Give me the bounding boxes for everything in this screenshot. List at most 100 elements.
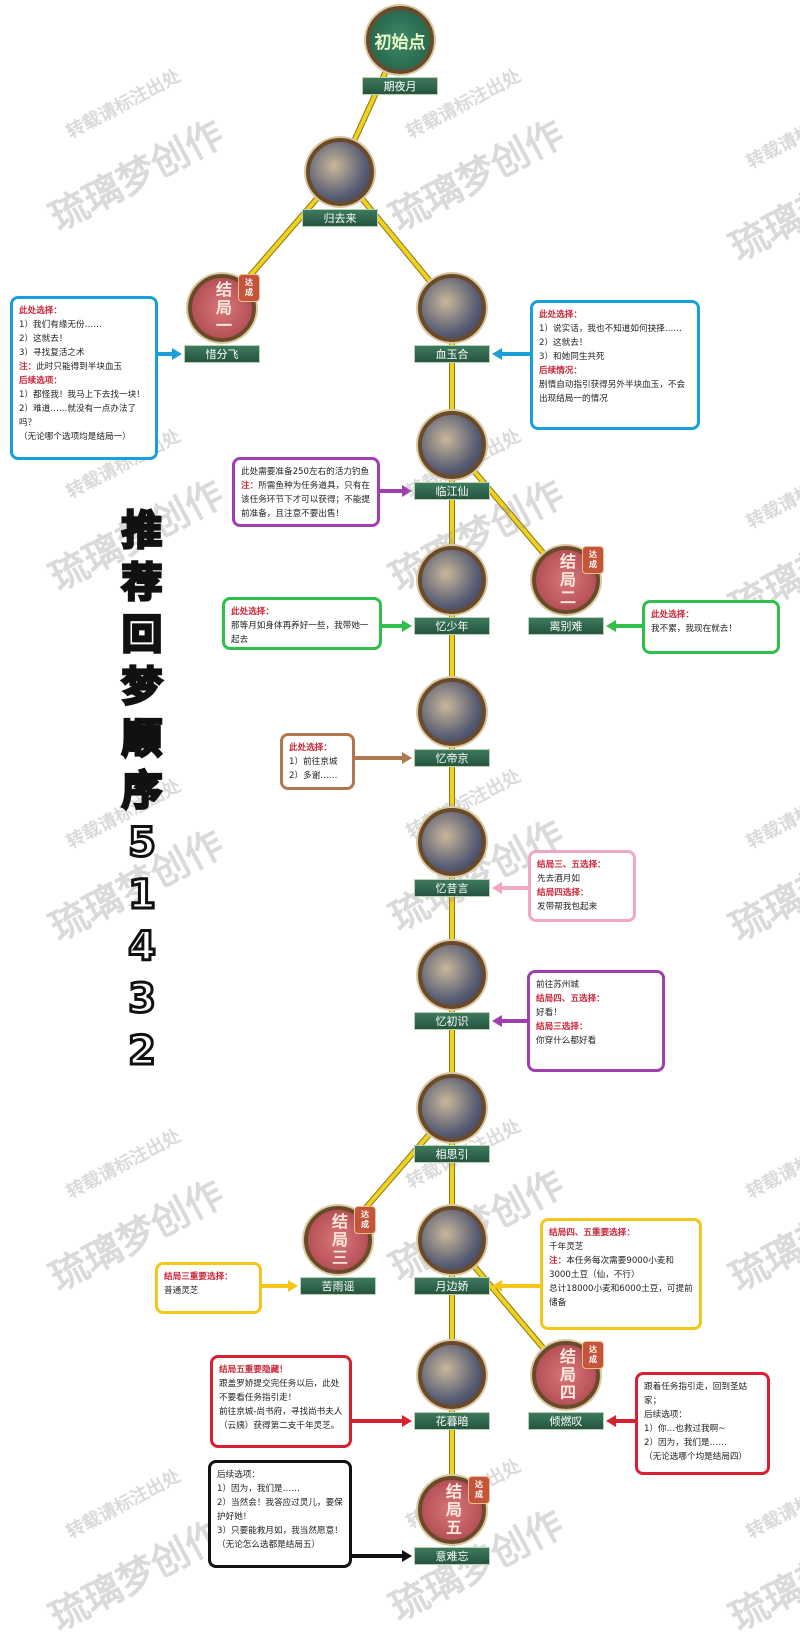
note-text: （无论怎么选都是结局五） — [217, 1540, 321, 1550]
node-label: 苦雨谣 — [300, 1277, 376, 1295]
arrowhead-icon — [492, 882, 502, 894]
note-heading: 注： — [549, 1256, 567, 1266]
note-heading: 此处选择： — [19, 306, 62, 316]
note-line: 此处选择： — [651, 608, 771, 622]
node-label: 相思引 — [414, 1145, 490, 1163]
note-line: 1）你…也救过我啊~ — [644, 1422, 761, 1436]
start-node[interactable]: 初始点 — [366, 6, 434, 74]
note-text: 后续选项： — [217, 1470, 260, 1480]
story-node[interactable] — [418, 1074, 486, 1142]
note-line: 发带帮我包起来 — [537, 900, 627, 914]
node-label: 临江仙 — [414, 482, 490, 500]
note-line: 前往苏州城 — [536, 978, 656, 992]
arrowhead-icon — [288, 1280, 298, 1292]
note-text: 此时只能得到半块血玉 — [36, 362, 123, 372]
arrowhead-icon — [402, 1550, 412, 1562]
arrowhead-icon — [606, 1415, 616, 1427]
note-line: 结局三、五选择： — [537, 858, 627, 872]
story-node[interactable] — [418, 1341, 486, 1409]
note-line: 后续情况： — [539, 364, 691, 378]
note-line: 后续选项： — [217, 1468, 343, 1482]
note-text: 此处需要准备250左右的活力钓鱼 — [241, 467, 370, 477]
note-line: 结局四、五选择： — [536, 992, 656, 1006]
node-label: 血玉合 — [414, 345, 490, 363]
note-text: 你穿什么都好看 — [536, 1036, 597, 1046]
ending-node[interactable]: 结局三达成 — [304, 1206, 376, 1274]
node-label: 归去来 — [302, 209, 378, 227]
node-circle-text: 结局三 — [329, 1213, 348, 1267]
story-node[interactable] — [418, 274, 486, 342]
note-text: 2）难道……就没有一点办法了吗？ — [19, 404, 137, 428]
note-heading: 结局五重要隐藏！ — [219, 1365, 288, 1375]
note-line: 1）我们有缘无份…… — [19, 318, 149, 332]
note-text: 本任务每次需要9000小麦和3000土豆（仙，不行） — [549, 1256, 675, 1280]
arrowhead-icon — [402, 1415, 412, 1427]
node-circle-text: 结局二 — [557, 553, 576, 607]
note-text: 1）前往京城 — [289, 757, 338, 767]
note-heading: 此处选择： — [651, 610, 694, 620]
choice-note-box: 结局三、五选择： 先去酒月如结局四选择：发带帮我包起来 — [528, 850, 636, 922]
story-node[interactable] — [418, 546, 486, 614]
achieved-badge: 达成 — [238, 274, 260, 302]
arrowhead-icon — [402, 620, 412, 632]
order-char: 推 — [121, 507, 164, 556]
note-line: 2）这就去！ — [539, 336, 691, 350]
story-node[interactable] — [306, 138, 374, 206]
note-line: 我不累，我现在就去！ — [651, 622, 771, 636]
note-text: 2）这就去！ — [539, 338, 588, 348]
ending-node[interactable]: 结局四达成 — [532, 1341, 604, 1409]
ending-node[interactable]: 结局二达成 — [532, 546, 604, 614]
node-circle-text: 结局五 — [443, 1483, 462, 1537]
node-label: 意难忘 — [414, 1547, 490, 1565]
note-heading: 此处选择： — [289, 743, 332, 753]
note-text: 普通灵芝 — [164, 1286, 199, 1296]
note-text: 2）因为，我们是…… — [644, 1438, 727, 1448]
ending-node[interactable]: 结局一达成 — [188, 274, 260, 342]
order-char: 3 — [127, 975, 158, 1024]
note-line: 注：所需鱼种为任务道具，只有在该任务环节下才可以获得；不能提前准备，且注意不要出… — [241, 479, 371, 521]
note-heading: 后续选项： — [19, 376, 62, 386]
story-node[interactable] — [418, 1206, 486, 1274]
arrowhead-icon — [492, 1280, 502, 1292]
note-text: 我不累，我现在就去！ — [651, 624, 737, 634]
note-text: 3）和她同生共死 — [539, 352, 605, 362]
ending-node[interactable]: 结局五达成 — [418, 1476, 490, 1544]
order-char: 4 — [127, 923, 158, 972]
note-line: 好看！ — [536, 1006, 656, 1020]
story-node[interactable] — [418, 808, 486, 876]
note-text: 剧情自动指引获得另外半块血玉，不会出现结局一的情况 — [539, 380, 686, 404]
note-text: 先去酒月如 — [537, 874, 580, 884]
order-char: 5 — [127, 819, 158, 868]
note-line: 后续选项： — [644, 1408, 761, 1422]
order-char: 梦 — [121, 663, 164, 712]
choice-note-box: 后续选项：1）因为，我们是……2）当然会！我答应过灵儿，要保护好她！3）只要能救… — [208, 1460, 352, 1568]
story-node[interactable] — [418, 678, 486, 746]
note-line: 先去酒月如 — [537, 872, 627, 886]
arrowhead-icon — [402, 485, 412, 497]
note-line: 结局三重要选择： — [164, 1270, 253, 1284]
note-heading: 结局三重要选择： — [164, 1272, 233, 1282]
note-text: 千年灵芝 — [549, 1242, 584, 1252]
node-circle-text: 初始点 — [374, 32, 426, 53]
arrowhead-icon — [492, 348, 502, 360]
note-line: 1）说实话，我也不知道如何抉择…… — [539, 322, 691, 336]
note-line: 结局三选择： — [536, 1020, 656, 1034]
note-line: 结局四选择： — [537, 886, 627, 900]
note-text: 后续选项： — [644, 1410, 687, 1420]
note-heading: 结局四、五重要选择： — [549, 1228, 635, 1238]
note-heading: 结局三选择： — [536, 1022, 588, 1032]
story-node[interactable] — [418, 941, 486, 1009]
note-text: 2）这就去！ — [19, 334, 68, 344]
note-line: 2）多谢…… — [289, 769, 346, 783]
choice-note-box: 跟着任务指引走，回到圣姑家；后续选项：1）你…也救过我啊~2）因为，我们是……（… — [635, 1372, 770, 1475]
note-text: 1）你…也救过我啊~ — [644, 1424, 726, 1434]
note-text: 跟盖罗娇提交完任务以后，此处不要看任务指引走！ — [219, 1379, 340, 1403]
note-line: 普通灵芝 — [164, 1284, 253, 1298]
story-node[interactable] — [418, 411, 486, 479]
note-text: 那等月如身体再养好一些，我带她一起去 — [231, 621, 369, 645]
node-label: 倾燃叹 — [528, 1412, 604, 1430]
note-text: （无论选哪个均是结局四） — [644, 1452, 748, 1462]
note-text: 前往苏州城 — [536, 980, 579, 990]
note-text: 1）说实话，我也不知道如何抉择…… — [539, 324, 682, 334]
